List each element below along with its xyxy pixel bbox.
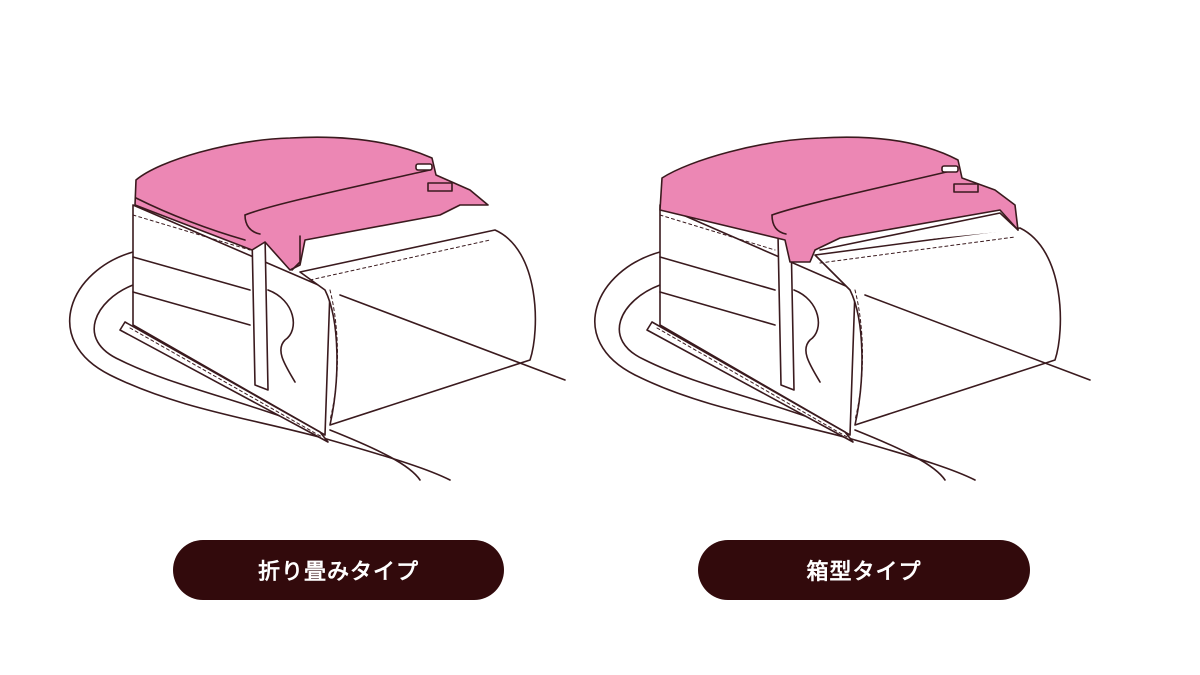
folding-type-illustration (68, 136, 566, 481)
flap-box (659, 136, 1019, 263)
box-type-illustration (594, 136, 1091, 481)
front-box-left (299, 229, 537, 426)
folding-type-label: 折り畳みタイプ (173, 540, 504, 600)
front-box-right (814, 227, 1062, 426)
strap-inner-left (93, 284, 306, 426)
folding-type-text: 折り畳みタイプ (257, 560, 419, 585)
box-type-text: 箱型タイプ (806, 560, 922, 585)
strap-inner-right (618, 284, 831, 426)
strap-lower-left (329, 429, 421, 481)
flap-folding (134, 136, 489, 271)
box-type-label: 箱型タイプ (698, 540, 1030, 600)
